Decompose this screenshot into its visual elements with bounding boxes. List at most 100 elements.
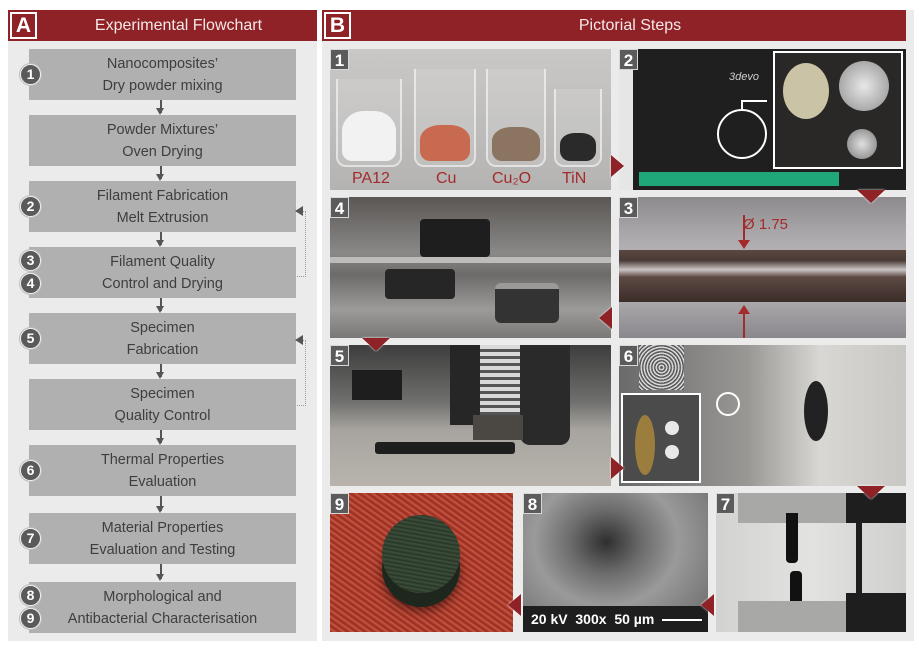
step-line-2: Quality Control xyxy=(114,407,211,424)
panel-b-title: Pictorial Steps xyxy=(578,17,682,34)
feedback-loop-filament xyxy=(297,211,306,277)
label-cu2o: Cu₂O xyxy=(492,170,532,187)
lower-grip-body xyxy=(846,593,906,632)
fan-duct xyxy=(520,345,570,445)
spool-top xyxy=(420,219,490,257)
panel-b-letter: B xyxy=(324,12,351,39)
extruder-body xyxy=(450,345,480,425)
beaker-pa12 xyxy=(336,79,402,167)
flow-step-material-properties: Material Properties Evaluation and Testi… xyxy=(29,513,296,564)
machine-edge xyxy=(619,49,633,190)
step-line-1: Specimen xyxy=(130,319,195,336)
scale-bar xyxy=(662,619,703,622)
beaker-cu2o xyxy=(486,69,546,167)
step-line-2: Melt Extrusion xyxy=(116,209,209,226)
step-line-1: Nanocomposites’ xyxy=(106,55,219,72)
photo-number: 4 xyxy=(330,197,349,218)
flow-arrow-right-icon xyxy=(611,155,624,177)
callout-line xyxy=(741,100,767,102)
photo-powders: 1 PA12 Cu Cu₂O TiN xyxy=(330,49,611,190)
roller-metal xyxy=(839,61,889,111)
photo-number: 6 xyxy=(619,345,638,366)
green-base xyxy=(639,172,839,186)
crucible xyxy=(665,421,679,435)
brass-fitting xyxy=(635,415,655,475)
panel-b-header: B Pictorial Steps xyxy=(322,10,906,41)
brand-text: 3devo xyxy=(729,71,759,83)
photo-printing: 5 xyxy=(330,345,611,486)
panel-a-title: Experimental Flowchart xyxy=(94,17,263,34)
step-line-1: Morphological and xyxy=(103,588,222,605)
photo-number: 8 xyxy=(523,493,542,514)
sem-scale: 50 µm xyxy=(614,611,655,627)
label-cu: Cu xyxy=(436,170,457,187)
step-badge: 2 xyxy=(20,196,41,217)
flow-arrow-down-icon xyxy=(362,338,390,351)
step-line-2: Fabrication xyxy=(126,341,199,358)
sem-voltage: 20 kV xyxy=(531,611,568,627)
photo-number: 7 xyxy=(716,493,735,514)
step-line-1: Specimen xyxy=(130,385,195,402)
flow-step-oven-drying: Powder Mixtures’ Oven Drying xyxy=(29,115,296,166)
photo-number: 3 xyxy=(619,197,638,218)
photo-oven-drying: 4 xyxy=(330,197,611,338)
flow-arrow-right-icon xyxy=(611,457,624,479)
arrow-left-icon xyxy=(295,335,303,345)
experimental-flowchart-panel: A Experimental Flowchart Nanocomposites’… xyxy=(8,10,317,641)
flow-step-specimen-quality-control: Specimen Quality Control xyxy=(29,379,296,430)
step-line-2: Antibacterial Characterisation xyxy=(67,610,258,627)
lower-grip xyxy=(738,601,848,632)
flow-step-filament-fabrication: Filament Fabrication Melt Extrusion xyxy=(29,181,296,232)
printed-specimen xyxy=(375,442,515,454)
powder-white xyxy=(342,111,396,161)
step-badge: 5 xyxy=(20,328,41,349)
arrow-down-icon xyxy=(157,496,163,513)
powder-cu2o xyxy=(492,127,540,161)
spool-left xyxy=(385,269,455,299)
rod xyxy=(856,513,862,613)
photo-number: 9 xyxy=(330,493,349,514)
arrow-down-icon xyxy=(157,430,163,445)
arrow-left-icon xyxy=(295,206,303,216)
printer-part xyxy=(352,370,402,400)
step-line-1: Thermal Properties xyxy=(100,451,225,468)
panel-a-header: A Experimental Flowchart xyxy=(8,10,317,41)
step-line-2: Dry powder mixing xyxy=(102,77,223,94)
label-tin: TiN xyxy=(562,170,587,187)
photo-filament-diameter: 3 Ø 1.75 xyxy=(619,197,906,338)
highlight-circle xyxy=(716,392,740,416)
step-line-1: Filament Fabrication xyxy=(96,187,229,204)
flow-step-specimen-fabrication: Specimen Fabrication xyxy=(29,313,296,364)
callout-line xyxy=(741,101,743,111)
photo-number: 5 xyxy=(330,345,349,366)
photo-sem: 8 20 kV 300x 50 µm xyxy=(523,493,708,632)
flow-arrow-left-icon xyxy=(701,594,714,616)
flow-arrow-down-icon xyxy=(857,190,885,203)
step-badge: 4 xyxy=(20,273,41,294)
step-badge: 6 xyxy=(20,460,41,481)
filament-strand xyxy=(619,250,906,302)
panel-a-letter: A xyxy=(10,12,37,39)
crucible xyxy=(665,445,679,459)
step-line-2: Control and Drying xyxy=(102,275,223,292)
specimen-top-half xyxy=(786,513,798,563)
flow-arrow-left-icon xyxy=(508,594,521,616)
spool-right xyxy=(495,283,559,323)
step-line-1: Filament Quality xyxy=(110,253,215,270)
photo-number: 2 xyxy=(619,49,638,70)
sem-info-bar: 20 kV 300x 50 µm xyxy=(523,606,708,632)
port-hole xyxy=(804,381,828,441)
heater-block xyxy=(473,415,523,440)
powder-tin xyxy=(560,133,596,161)
step-badge: 7 xyxy=(20,528,41,549)
arrow-down-icon xyxy=(157,166,163,181)
beaker-cu xyxy=(414,69,476,167)
arrow-down-icon xyxy=(157,298,163,313)
step-badge: 8 xyxy=(20,585,41,606)
arrow-down-icon xyxy=(157,364,163,379)
arrow-up-icon xyxy=(738,305,750,314)
diameter-label: Ø 1.75 xyxy=(743,216,789,233)
flow-step-filament-quality-control: Filament Quality Control and Drying xyxy=(29,247,296,298)
step-line-2: Oven Drying xyxy=(122,143,203,160)
arrow-down-icon xyxy=(157,100,163,115)
